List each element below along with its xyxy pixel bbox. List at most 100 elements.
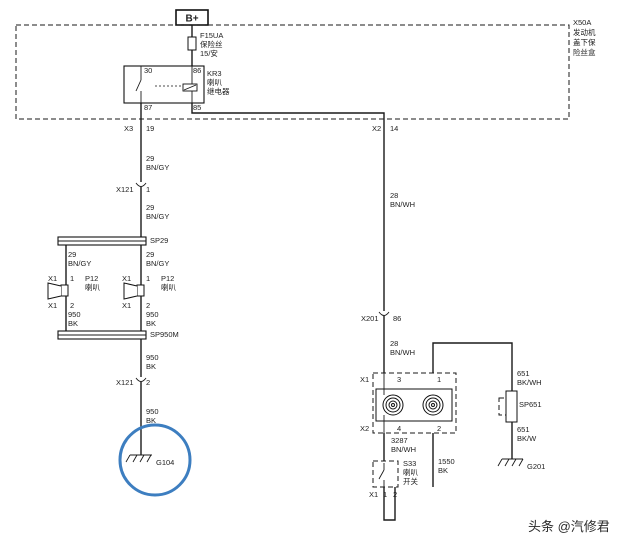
svg-text:1: 1: [146, 274, 150, 283]
svg-text:BK: BK: [146, 416, 156, 425]
power-label: B+: [185, 14, 198, 25]
svg-text:29: 29: [68, 250, 76, 259]
svg-text:X2: X2: [360, 424, 369, 433]
svg-text:P12: P12: [85, 274, 98, 283]
svg-text:2: 2: [146, 301, 150, 310]
svg-text:X1: X1: [122, 301, 131, 310]
svg-text:BN/GY: BN/GY: [146, 259, 169, 268]
svg-text:X1: X1: [48, 301, 57, 310]
svg-text:950: 950: [68, 310, 81, 319]
svg-text:1: 1: [383, 490, 387, 499]
svg-text:BN/GY: BN/GY: [146, 212, 169, 221]
svg-text:开关: 开关: [403, 476, 418, 486]
svg-text:X201: X201: [361, 314, 379, 323]
horn-right: X1 1 X1 2 P12 喇叭: [122, 274, 176, 310]
svg-text:29: 29: [146, 250, 154, 259]
horn-switch-s33: S33 喇叭 开关 X1 1 2: [369, 459, 418, 499]
svg-text:29: 29: [146, 203, 154, 212]
horn-switch-loop: [383, 487, 396, 521]
svg-text:29: 29: [146, 154, 154, 163]
svg-text:2: 2: [146, 378, 150, 387]
svg-text:X121: X121: [116, 378, 134, 387]
svg-text:X1: X1: [48, 274, 57, 283]
svg-text:X3: X3: [124, 124, 133, 133]
svg-text:X2: X2: [372, 124, 381, 133]
svg-text:28: 28: [390, 191, 398, 200]
connector-x2: X2 14: [372, 124, 398, 133]
left-branch-wiring: 29 BN/GY X121 1 29 BN/GY SP29 29 BN/GY 2…: [47, 128, 192, 497]
svg-text:4: 4: [397, 424, 401, 433]
svg-text:BN/WH: BN/WH: [390, 348, 415, 357]
svg-text:BK: BK: [68, 319, 78, 328]
relay-id: KR3: [207, 69, 222, 78]
svg-text:G104: G104: [156, 458, 174, 467]
svg-text:G201: G201: [527, 462, 545, 471]
svg-text:BK: BK: [146, 362, 156, 371]
splice-sp29: SP29: [150, 236, 168, 245]
svg-text:950: 950: [146, 353, 159, 362]
svg-text:3: 3: [397, 375, 401, 384]
svg-text:BK: BK: [438, 466, 448, 475]
svg-text:950: 950: [146, 310, 159, 319]
svg-text:2: 2: [70, 301, 74, 310]
svg-text:BN/WH: BN/WH: [390, 200, 415, 209]
clockspring-coil-left: [382, 394, 404, 416]
fuse-box-id: X50A: [573, 18, 591, 27]
fuse-box-name-2: 盖下保: [573, 37, 596, 47]
fuse-rating: 15/安: [200, 48, 218, 58]
svg-text:651: 651: [517, 369, 530, 378]
clockspring: X1 3 1 X2 4 2: [360, 372, 457, 434]
svg-text:S33: S33: [403, 459, 416, 468]
watermark: 头条 @汽修君: [528, 519, 610, 534]
fuse-box-outline: X50A 发动机 盖下保 险丝盒: [15, 18, 596, 120]
svg-text:19: 19: [146, 124, 154, 133]
svg-text:28: 28: [390, 339, 398, 348]
clockspring-coil-right: [422, 394, 444, 416]
svg-text:BK/WH: BK/WH: [517, 378, 542, 387]
svg-text:1550: 1550: [438, 457, 455, 466]
splice-sp950m: SP950M: [150, 330, 179, 339]
svg-text:86: 86: [393, 314, 401, 323]
fuse-id: F15UA: [200, 31, 223, 40]
svg-text:3287: 3287: [391, 436, 408, 445]
relay-pin-86: 86: [193, 66, 201, 75]
fuse-name: 保险丝: [200, 39, 223, 49]
svg-text:BN/GY: BN/GY: [146, 163, 169, 172]
horn-left: X1 1 X1 2 P12 喇叭: [47, 274, 100, 310]
svg-text:14: 14: [390, 124, 398, 133]
svg-text:BK: BK: [146, 319, 156, 328]
svg-text:X1: X1: [122, 274, 131, 283]
svg-text:651: 651: [517, 425, 530, 434]
svg-text:喇叭: 喇叭: [403, 467, 418, 477]
relay-name-1: 喇叭: [207, 77, 222, 87]
svg-text:X1: X1: [369, 490, 378, 499]
ground-g201: G201: [497, 458, 545, 471]
power-source-b-plus: B+: [175, 9, 209, 26]
horn-relay-kr3: 30 86 87 85 KR3 喇叭 继电器: [123, 65, 230, 112]
fuse-box-name-3: 险丝盒: [573, 47, 596, 57]
svg-text:X121: X121: [116, 185, 134, 194]
splice-sp651: SP651: [519, 400, 542, 409]
right-branch-wiring: 28 BN/WH X201 86 28 BN/WH X1 3 1 X2 4 2: [360, 128, 545, 521]
svg-text:1: 1: [70, 274, 74, 283]
highlight-circle: [118, 423, 192, 497]
wires-fusebox: [140, 103, 385, 128]
svg-text:喇叭: 喇叭: [85, 282, 100, 292]
svg-text:BN/GY: BN/GY: [68, 259, 91, 268]
svg-text:1: 1: [146, 185, 150, 194]
svg-text:BK/W: BK/W: [517, 434, 537, 443]
connector-x3: X3 19: [124, 124, 154, 133]
relay-pin-87: 87: [144, 103, 152, 112]
fuse-f15ua: F15UA 保险丝 15/安: [187, 25, 223, 66]
svg-text:BN/WH: BN/WH: [391, 445, 416, 454]
relay-pin-30: 30: [144, 66, 152, 75]
svg-text:喇叭: 喇叭: [161, 282, 176, 292]
svg-text:P12: P12: [161, 274, 174, 283]
relay-name-2: 继电器: [207, 86, 230, 96]
svg-text:1: 1: [437, 375, 441, 384]
svg-text:2: 2: [437, 424, 441, 433]
ground-g104: G104: [125, 454, 174, 467]
fuse-box-name-1: 发动机: [573, 27, 596, 37]
svg-text:X1: X1: [360, 375, 369, 384]
